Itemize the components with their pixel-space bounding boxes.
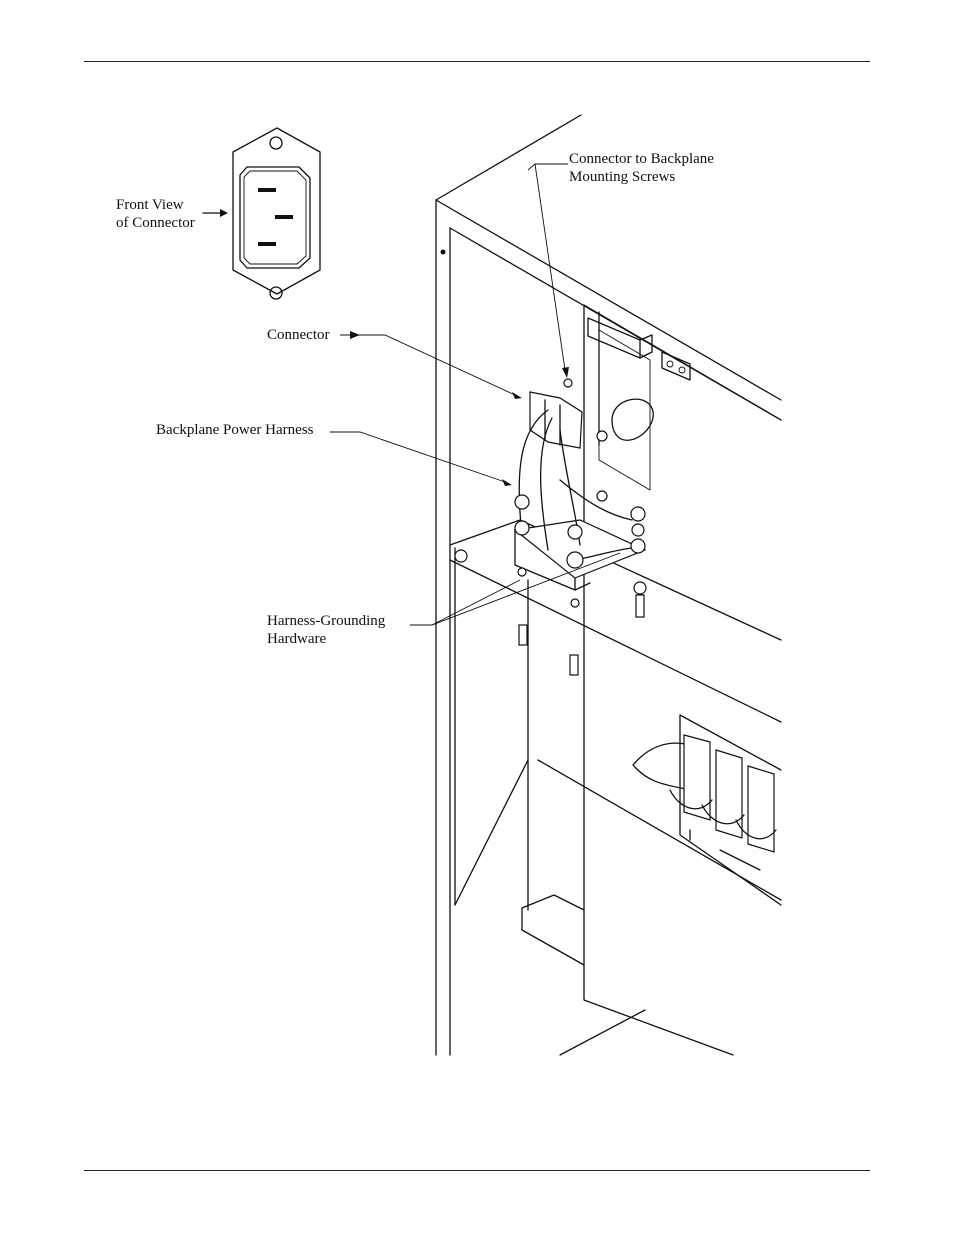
top-rule bbox=[84, 61, 870, 62]
grounding-label: Harness-Grounding Hardware bbox=[267, 613, 386, 647]
bottom-rule bbox=[84, 1170, 870, 1171]
connector-screws-label: Connector to Backplane Mounting Screws bbox=[569, 151, 714, 185]
connector-label: Connector bbox=[267, 327, 330, 343]
harness-label: Backplane Power Harness bbox=[156, 422, 314, 438]
front-view-label: Front View of Connector bbox=[116, 197, 195, 231]
